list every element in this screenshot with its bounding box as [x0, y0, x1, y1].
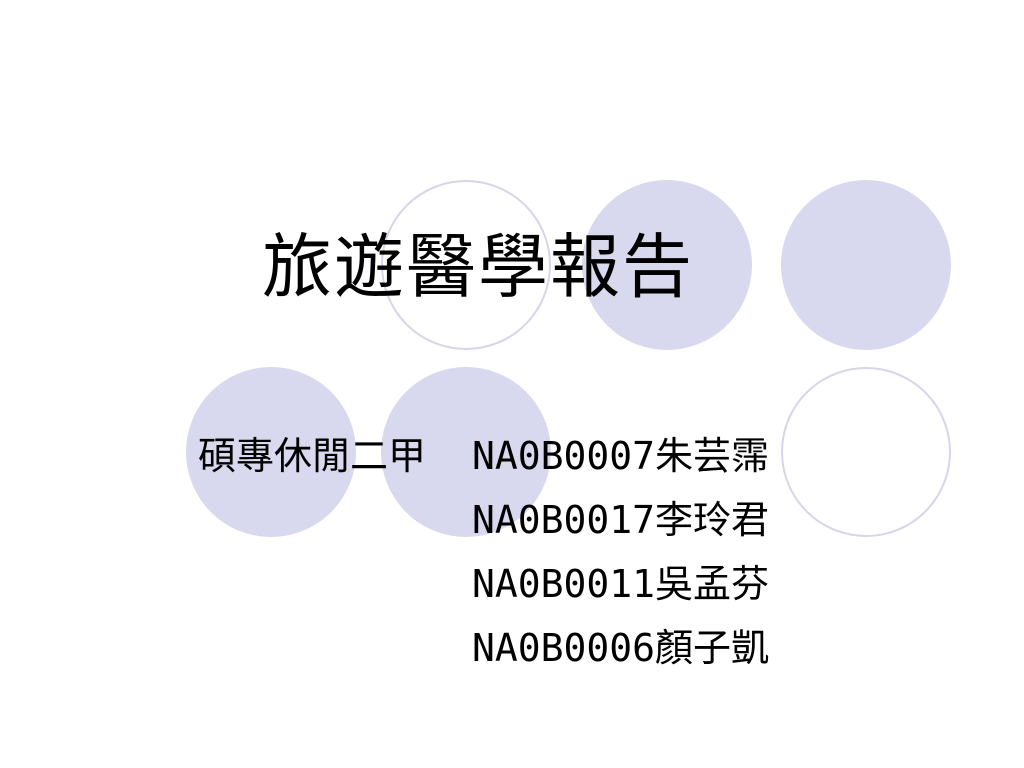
slide-title: 旅遊醫學報告: [262, 226, 694, 308]
decorative-circle-outline: [381, 180, 551, 350]
decorative-circle-outline: [781, 367, 951, 537]
decorative-circle-filled: [186, 367, 356, 537]
decorative-circle-filled: [381, 367, 551, 537]
author-line: NA0B0011吳孟芬: [198, 552, 798, 616]
member-entry: NA0B0007朱芸霈: [472, 434, 770, 478]
member-entry: NA0B0006顏子凱: [472, 626, 770, 670]
member-entry: NA0B0017李玲君: [472, 498, 770, 542]
decorative-circle-filled: [781, 180, 951, 350]
author-line: NA0B0017李玲君: [198, 488, 798, 552]
author-line: NA0B0006顏子凱: [198, 616, 798, 680]
class-label: 碩專休閒二甲: [198, 434, 427, 478]
member-entry: NA0B0011吳孟芬: [472, 562, 770, 606]
author-list: 碩專休閒二甲 NA0B0007朱芸霈 NA0B0017李玲君 NA0B0011吳孟…: [198, 424, 798, 680]
decorative-circle-filled: [582, 180, 752, 350]
author-line: 碩專休閒二甲 NA0B0007朱芸霈: [198, 424, 798, 488]
